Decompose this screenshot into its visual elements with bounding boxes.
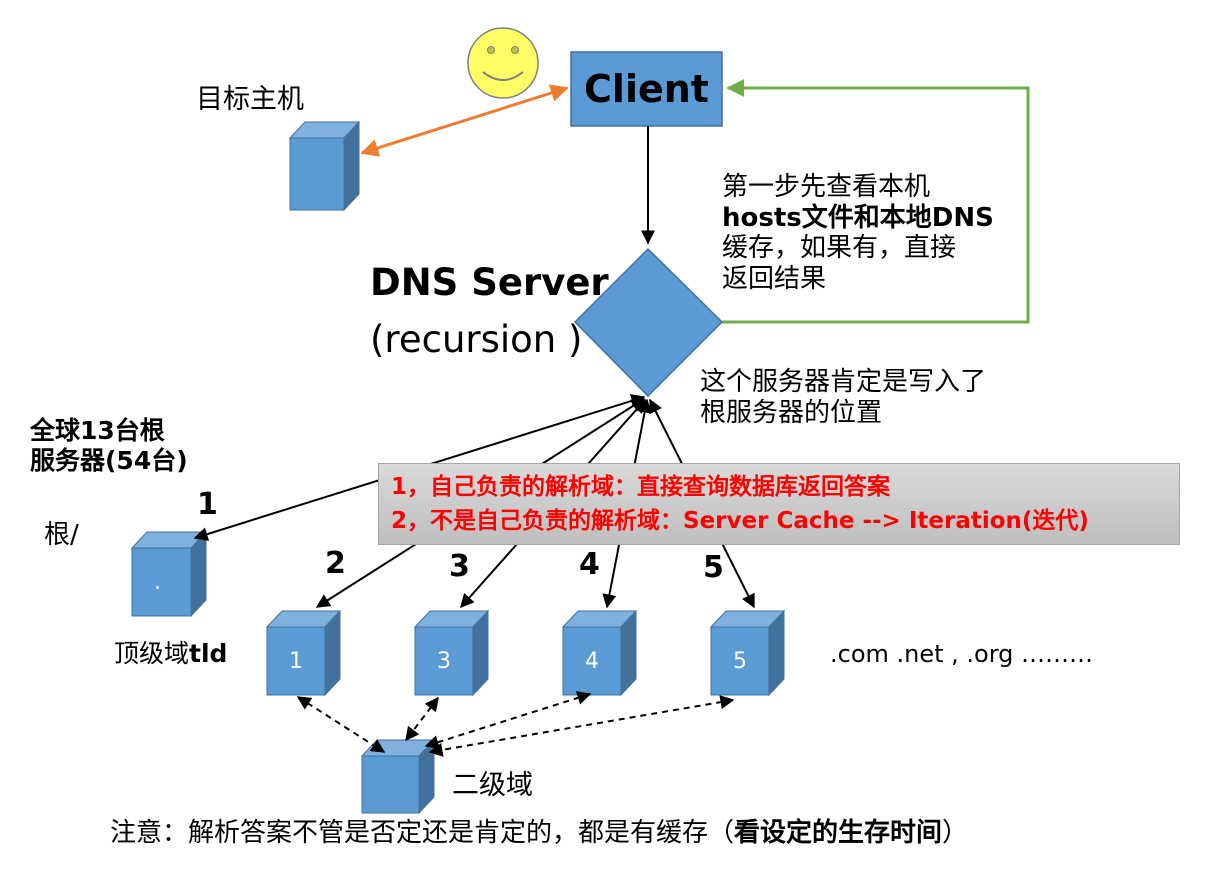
recursion-label: (recursion ) bbox=[370, 318, 583, 361]
tld-cube-3 bbox=[413, 609, 490, 697]
root-label: 根/ bbox=[44, 520, 79, 550]
step1-note-line: 第一步先查看本机 bbox=[722, 172, 931, 202]
server-note-line: 这个服务器肯定是写入了 bbox=[700, 367, 987, 397]
global-roots-label: 全球13台根 服务器(54台) bbox=[30, 416, 188, 475]
footer-note-bold: 看设定的生存时间 bbox=[734, 818, 943, 848]
target-client-arrow bbox=[360, 84, 569, 157]
global-roots-line: 全球13台根 bbox=[30, 416, 165, 445]
global-roots-line: 服务器(54台) bbox=[30, 445, 188, 475]
resolution-note-box: 1，自己负责的解析域：直接查询数据库返回答案 2，不是自己负责的解析域：Serv… bbox=[378, 463, 1180, 545]
footer-note: 注意：解析答案不管是否定还是肯定的，都是有缓存（看设定的生存时间） bbox=[110, 818, 968, 849]
server-note: 这个服务器肯定是写入了 根服务器的位置 bbox=[700, 367, 986, 428]
root-server-cube bbox=[130, 530, 208, 618]
tld-cube-4 bbox=[561, 609, 638, 697]
note-line-1: 1，自己负责的解析域：直接查询数据库返回答案 bbox=[391, 474, 891, 500]
tld-cube-label: 1 bbox=[289, 649, 303, 674]
footer-note-text: 注意：解析答案不管是否定还是肯定的，都是有缓存（ bbox=[110, 818, 735, 848]
second-level-label: 二级域 bbox=[452, 770, 533, 801]
step1-note: 第一步先查看本机 hosts文件和本地DNS 缓存，如果有，直接 返回结果 bbox=[722, 172, 994, 295]
dns-server-diamond bbox=[573, 247, 724, 398]
second-level-cube bbox=[360, 738, 436, 815]
client-box bbox=[570, 51, 723, 127]
step1-note-line: hosts文件和本地DNS bbox=[722, 202, 994, 233]
tld-label: 顶级域tld bbox=[114, 639, 227, 669]
step1-note-line: 缓存，如果有，直接 bbox=[722, 233, 957, 264]
note-line-2: 2，不是自己负责的解析域：Server Cache --> Iteration(… bbox=[391, 508, 1089, 534]
tld-cube-label: 5 bbox=[733, 649, 747, 674]
target-host-cube bbox=[288, 120, 361, 212]
return-result-arrow bbox=[722, 79, 1030, 324]
step-number: 2 bbox=[325, 546, 346, 581]
dashed-arrow-4 bbox=[424, 691, 592, 749]
tld-cube-1 bbox=[265, 609, 342, 697]
step-number: 1 bbox=[197, 487, 218, 522]
root-cube-label: . bbox=[154, 570, 161, 595]
target-host-label: 目标主机 bbox=[196, 84, 304, 115]
step1-note-line: 返回结果 bbox=[722, 264, 827, 295]
tld-cube-label: 3 bbox=[437, 649, 451, 674]
server-note-line: 根服务器的位置 bbox=[700, 397, 883, 428]
dashed-arrow-5 bbox=[428, 695, 735, 757]
tld-label-bold: tld bbox=[189, 639, 228, 668]
tld-cube-5 bbox=[709, 609, 786, 697]
dashed-arrow-1 bbox=[296, 696, 386, 753]
domains-list: .com .net , .org ……… bbox=[830, 640, 1094, 668]
dashed-arrow-3 bbox=[405, 696, 439, 742]
tld-cube-label: 4 bbox=[585, 649, 599, 674]
client-label: Client bbox=[584, 67, 709, 111]
step-number: 4 bbox=[579, 547, 600, 582]
smiley-icon bbox=[467, 27, 539, 99]
footer-note-close: ） bbox=[942, 818, 969, 848]
step-number: 3 bbox=[449, 549, 470, 584]
tld-label-text: 顶级域 bbox=[114, 639, 190, 668]
dns-server-label: DNS Server bbox=[370, 261, 609, 304]
step-number: 5 bbox=[703, 550, 724, 585]
